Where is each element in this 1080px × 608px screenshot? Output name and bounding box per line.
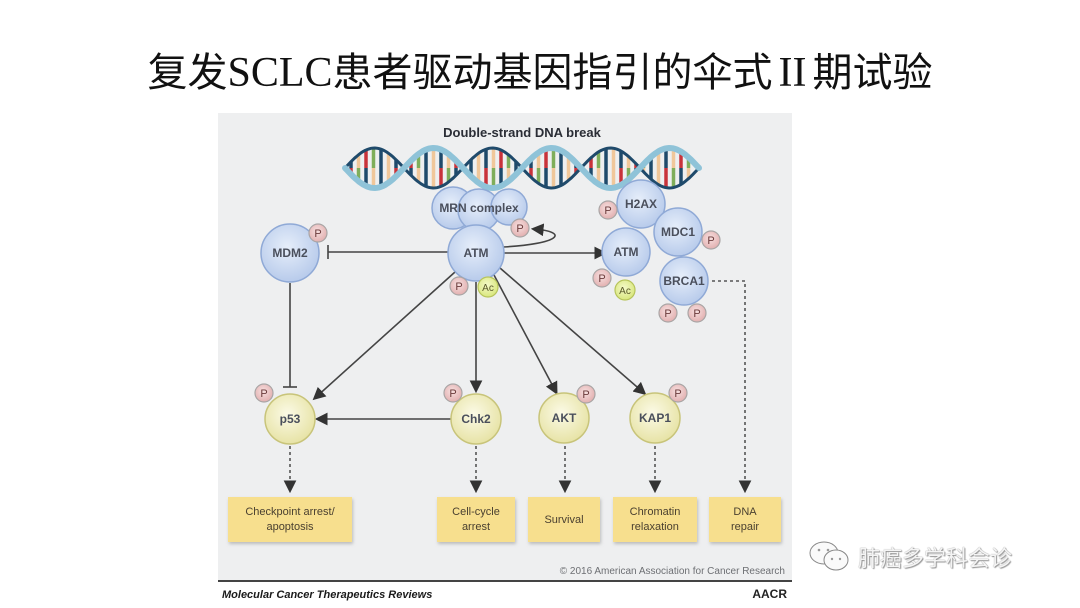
outcome-checkpoint-apoptosis: Checkpoint arrest/ apoptosis bbox=[228, 497, 352, 542]
kap1-label: KAP1 bbox=[639, 411, 671, 425]
diagram-heading: Double-strand DNA break bbox=[443, 125, 601, 140]
phosphorylation-badge bbox=[308, 223, 328, 243]
atm-to-p53-arrow bbox=[312, 271, 456, 401]
mdc1-label: MDC1 bbox=[661, 225, 695, 239]
journal-name: Molecular Cancer Therapeutics Reviews bbox=[222, 589, 432, 601]
node-mdm2: MDM2 bbox=[260, 223, 320, 283]
phosphorylation-badge bbox=[658, 303, 678, 323]
node-brca1: BRCA1 bbox=[659, 256, 709, 306]
mrn-subunit bbox=[490, 188, 528, 226]
h2ax-label: H2AX bbox=[625, 197, 657, 211]
chk2-label: Chk2 bbox=[461, 412, 491, 426]
outcome-cell-cycle-arrest: Cell-cycle arrest bbox=[437, 497, 515, 542]
title-part: II bbox=[778, 50, 807, 96]
phosphorylation-label: P bbox=[455, 281, 462, 293]
akt-label: AKT bbox=[552, 411, 577, 425]
title-part: 复发 bbox=[147, 50, 228, 96]
phosphorylation-badge bbox=[254, 383, 274, 403]
outcome-line: Cell-cycle bbox=[452, 506, 500, 518]
atm-to-akt-arrow bbox=[493, 274, 558, 395]
atm-to-mrn-arrow bbox=[502, 223, 556, 248]
phosphorylation-badge bbox=[576, 384, 596, 404]
phosphorylation-badge bbox=[449, 276, 469, 296]
connections bbox=[283, 223, 647, 426]
acetylation-label: Ac bbox=[482, 283, 494, 294]
phosphorylation-label: P bbox=[664, 308, 671, 320]
aacr-logo: AACR bbox=[752, 587, 787, 601]
node-p53: p53 bbox=[264, 393, 316, 445]
outcome-line: relaxation bbox=[631, 521, 679, 533]
title-part: 期试验 bbox=[812, 50, 933, 96]
mrn-label: MRN complex bbox=[439, 201, 519, 215]
outcome-chromatin-relaxation: Chromatin relaxation bbox=[613, 497, 697, 542]
outcome-line: arrest bbox=[462, 521, 490, 533]
mdm2-label: MDM2 bbox=[272, 246, 308, 260]
node-atm: ATM bbox=[447, 224, 505, 282]
brca1-to-dna-repair bbox=[712, 280, 752, 494]
outcome-line: repair bbox=[731, 521, 759, 533]
phosphorylation-badge bbox=[443, 383, 463, 403]
node-chk2: Chk2 bbox=[450, 393, 502, 445]
node-h2ax: H2AX bbox=[616, 179, 666, 229]
atm-to-kap1-arrow bbox=[499, 267, 647, 396]
atm-label: ATM bbox=[463, 246, 488, 260]
phosphorylation-label: P bbox=[707, 235, 714, 247]
dna-helix-icon bbox=[342, 144, 702, 192]
phosphorylation-badge bbox=[598, 200, 618, 220]
acetylation-badge bbox=[477, 276, 499, 298]
phosphorylation-badge bbox=[701, 230, 721, 250]
phosphorylation-badge bbox=[668, 383, 688, 403]
phosphorylation-label: P bbox=[260, 388, 267, 400]
title-part: 患者驱动基因指引的伞式 bbox=[332, 50, 773, 96]
title-part: SCLC bbox=[227, 50, 333, 96]
outcome-line: apoptosis bbox=[266, 521, 314, 533]
phosphorylation-badge bbox=[687, 303, 707, 323]
phosphorylation-label: P bbox=[674, 388, 681, 400]
node-kap1: KAP1 bbox=[629, 392, 681, 444]
outcomes: Checkpoint arrest/ apoptosis Cell-cycle … bbox=[228, 497, 781, 542]
wechat-icon bbox=[809, 541, 849, 571]
outcome-line: DNA bbox=[733, 506, 757, 518]
outcome-line: Survival bbox=[544, 514, 583, 526]
outcome-line: Chromatin bbox=[630, 506, 681, 518]
atm-right-label: ATM bbox=[613, 245, 638, 259]
phosphorylation-label: P bbox=[582, 389, 589, 401]
phosphorylation-label: P bbox=[314, 228, 321, 240]
phosphorylation-label: P bbox=[449, 388, 456, 400]
brca1-label: BRCA1 bbox=[663, 274, 705, 288]
phosphorylation-label: P bbox=[516, 223, 523, 235]
watermark: 肺癌多学科会诊 bbox=[808, 540, 1012, 574]
outcome-line: Checkpoint arrest/ bbox=[245, 506, 335, 518]
p53-label: p53 bbox=[280, 412, 301, 426]
node-akt: AKT bbox=[538, 392, 590, 444]
outcome-dna-repair: DNA repair bbox=[709, 497, 781, 542]
phosphorylation-label: P bbox=[693, 308, 700, 320]
phosphorylation-label: P bbox=[604, 205, 611, 217]
phosphorylation-badge bbox=[510, 218, 530, 238]
copyright-text: © 2016 American Association for Cancer R… bbox=[560, 566, 785, 577]
node-mdc1: MDC1 bbox=[653, 207, 703, 257]
outcome-survival: Survival bbox=[528, 497, 600, 542]
phosphorylation-badge bbox=[592, 268, 612, 288]
node-atm-right: ATM bbox=[601, 227, 651, 277]
phosphorylation-label: P bbox=[598, 273, 605, 285]
acetylation-badge bbox=[614, 279, 636, 301]
watermark-text: 肺癌多学科会诊 bbox=[858, 547, 1013, 572]
acetylation-label: Ac bbox=[619, 286, 631, 297]
dna-strand bbox=[342, 144, 702, 192]
